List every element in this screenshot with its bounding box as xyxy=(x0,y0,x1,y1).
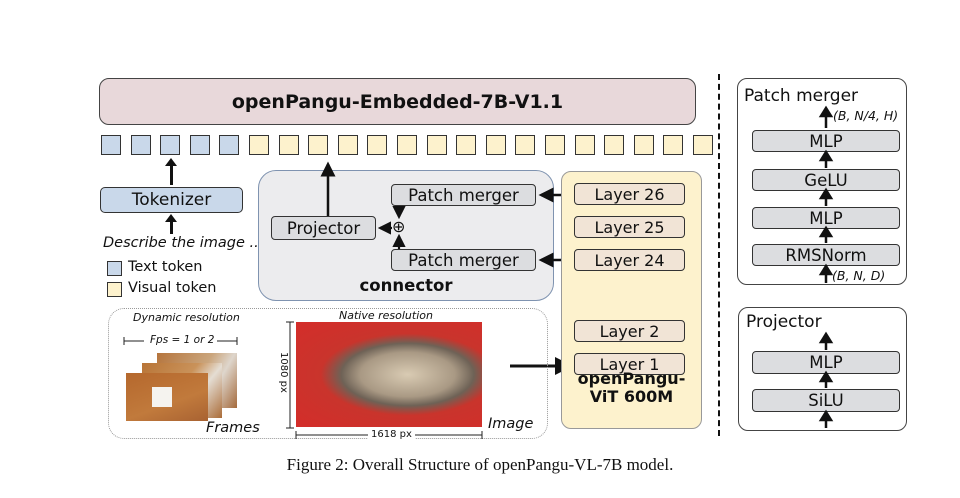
prompt-text: Describe the image ... xyxy=(103,235,264,251)
layer-26: Layer 26 xyxy=(574,183,685,205)
paper-in-frame xyxy=(152,387,172,407)
visual-token xyxy=(456,135,477,155)
visual-token xyxy=(249,135,269,155)
tokenizer-box: Tokenizer xyxy=(100,187,243,213)
projector-panel-title: Projector xyxy=(746,312,822,332)
llm-label: openPangu-Embedded-7B-V1.1 xyxy=(231,90,564,113)
visual-token xyxy=(663,135,684,155)
layer-25: Layer 25 xyxy=(574,216,685,238)
inputs-region xyxy=(108,308,548,439)
legend-swatch-visual xyxy=(107,282,122,297)
patch-merger-bottom-label: Patch merger xyxy=(408,250,519,270)
patch-merger-top-box: Patch merger xyxy=(391,184,536,206)
text-token xyxy=(189,135,210,155)
proj-stack-mlp: MLP xyxy=(752,351,900,374)
figure-caption: Figure 2: Overall Structure of openPangu… xyxy=(286,455,674,474)
frames-label: Frames xyxy=(206,420,260,436)
native-image xyxy=(296,322,482,427)
patch-merger-input-shape: (B, N, D) xyxy=(832,268,886,283)
text-token xyxy=(130,135,151,155)
pm-stack-rmsnorm: RMSNorm xyxy=(752,244,900,266)
visual-token xyxy=(337,135,358,155)
patch-merger-panel-title: Patch merger xyxy=(744,86,859,106)
llm-block: openPangu-Embedded-7B-V1.1 xyxy=(99,78,696,125)
projector-label: Projector xyxy=(286,218,361,238)
connector-title: connector xyxy=(359,276,453,295)
projector-box: Projector xyxy=(271,216,376,240)
visual-token xyxy=(426,135,447,155)
visual-token xyxy=(515,135,536,155)
text-token xyxy=(160,135,181,155)
visual-token xyxy=(308,135,329,155)
visual-token xyxy=(397,135,417,155)
fps-label: Fps = 1 or 2 xyxy=(150,334,215,346)
native-resolution-label: Native resolution xyxy=(339,309,433,322)
visual-token xyxy=(693,135,713,155)
arrowhead-tokenizer-to-tokens xyxy=(165,158,177,166)
legend-label-visual: Visual token xyxy=(128,280,217,296)
visual-token xyxy=(545,135,565,155)
visual-token xyxy=(367,135,388,155)
vit-title: openPangu- ViT 600M xyxy=(563,370,700,406)
visual-token xyxy=(633,135,654,155)
height-dimension-arrow xyxy=(286,321,294,429)
visual-token xyxy=(574,135,595,155)
legend-swatch-text xyxy=(107,261,122,276)
layer-2: Layer 2 xyxy=(574,320,685,342)
vit-block xyxy=(561,171,702,429)
vit-title-line1: openPangu- xyxy=(577,369,686,388)
dynamic-resolution-label: Dynamic resolution xyxy=(133,311,240,324)
arrowhead-tokenizer-input xyxy=(165,214,177,222)
patch-merger-output-shape: (B, N/4, H) xyxy=(833,108,899,123)
layer-1: Layer 1 xyxy=(574,353,685,375)
text-token xyxy=(219,135,240,155)
pm-stack-mlp-top: MLP xyxy=(752,130,900,152)
arrow-tokenizer-input xyxy=(170,220,173,234)
text-token xyxy=(101,135,121,155)
image-label: Image xyxy=(488,416,534,432)
fps-span-arrow xyxy=(123,337,238,345)
patch-merger-bottom-box: Patch merger xyxy=(391,249,536,271)
pm-stack-mlp-bottom: MLP xyxy=(752,207,900,229)
patch-merger-top-label: Patch merger xyxy=(408,185,519,205)
section-divider xyxy=(718,74,720,436)
width-label: 1618 px xyxy=(368,429,415,440)
layer-24: Layer 24 xyxy=(574,249,685,271)
vit-title-line2: ViT 600M xyxy=(589,387,674,406)
tokenizer-label: Tokenizer xyxy=(131,190,212,210)
video-frame-1 xyxy=(126,373,208,421)
visual-token xyxy=(485,135,506,155)
arrow-tokenizer-to-tokens xyxy=(170,163,173,185)
sum-icon: ⊕ xyxy=(392,217,406,236)
visual-token xyxy=(278,135,299,155)
visual-token xyxy=(604,135,625,155)
legend-label-text: Text token xyxy=(128,259,203,275)
